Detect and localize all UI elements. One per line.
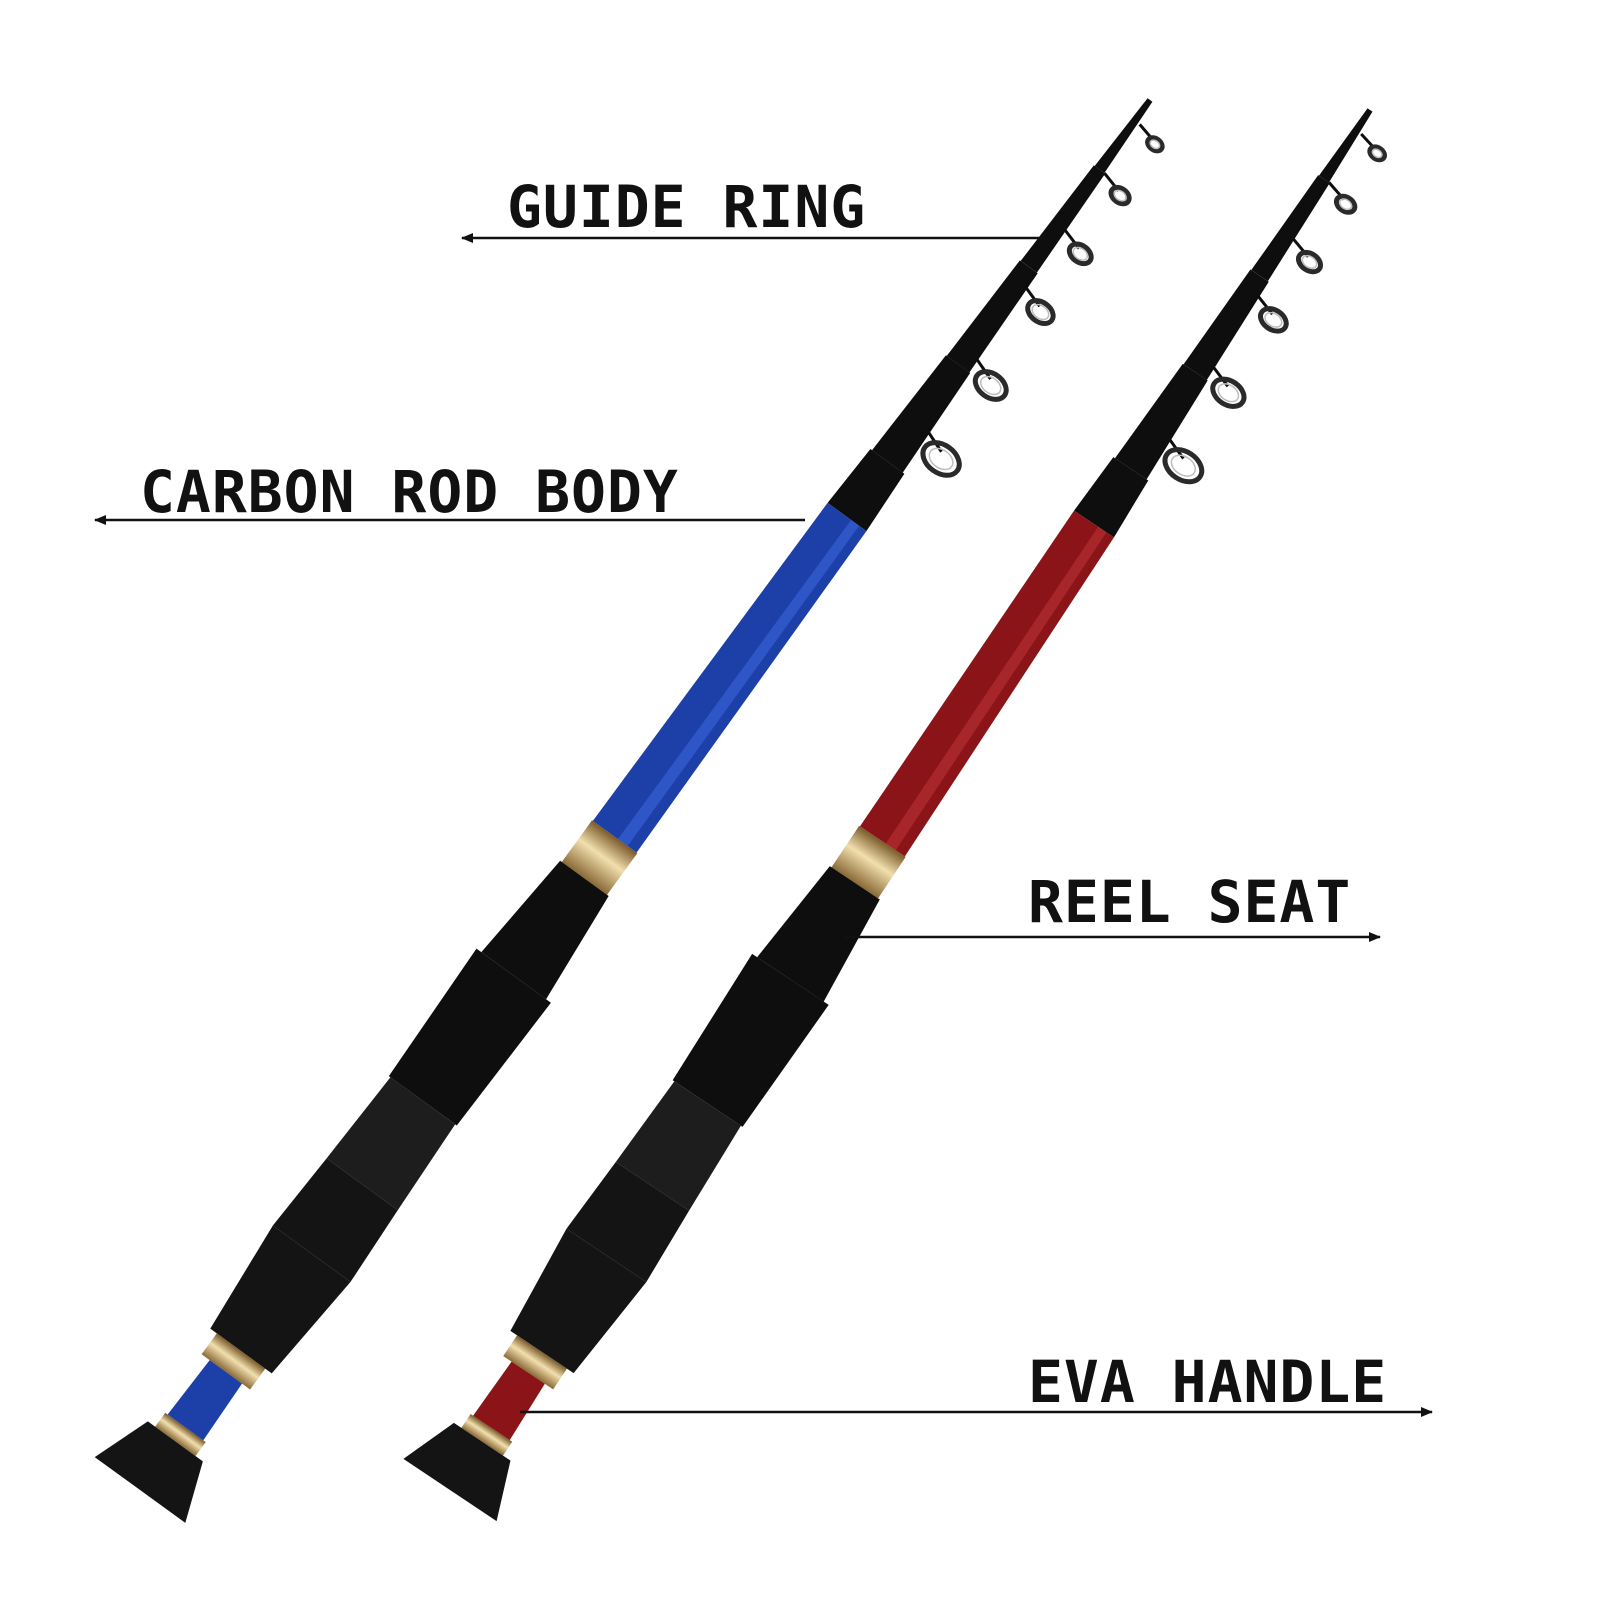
guide-ring-insert (1371, 148, 1383, 159)
rod-tip-section (1251, 175, 1330, 282)
gold-trim-ring (561, 820, 638, 895)
rod-tip-section (1319, 108, 1373, 183)
guide-ring-icon (1066, 241, 1094, 267)
guide-ring-icon (1145, 135, 1165, 154)
callout-carbon-rod-body: CARBON ROD BODY (94, 458, 805, 526)
reel-seat-nut (481, 860, 609, 1000)
guide-foot (1162, 429, 1185, 460)
guide-ring-insert (1170, 454, 1197, 477)
carbon-blank-highlight (885, 526, 1107, 851)
callout-label-guide-ring: GUIDE RING (507, 173, 866, 241)
gold-trim-ring (461, 1414, 513, 1456)
guide-ring-insert (1301, 255, 1318, 270)
gold-trim-ring (201, 1333, 266, 1390)
guide-ring-icon (1108, 184, 1132, 207)
guide-foot (1208, 360, 1230, 388)
rod-tip-section (872, 355, 971, 473)
guide-ring-icon (1295, 249, 1324, 275)
guide-ring-icon (1367, 144, 1388, 163)
guide-ring-insert (1338, 198, 1353, 211)
guide-foot (921, 422, 943, 453)
guide-ring-icon (1210, 376, 1247, 409)
carbon-blank (592, 502, 867, 853)
butt-cap (94, 1421, 203, 1523)
eva-handle-grip (566, 1161, 690, 1283)
guide-ring-insert (980, 375, 1002, 396)
eva-handle-grip (210, 1225, 351, 1374)
reel-seat-hood (388, 948, 551, 1126)
guide-ring-insert (1264, 311, 1283, 328)
reel-seat-body (326, 1077, 456, 1211)
blue-rod (94, 98, 1165, 1523)
rod-tip-section (946, 260, 1038, 373)
guide-ring-icon (972, 369, 1009, 402)
gold-trim-ring (503, 1335, 567, 1390)
callout-eva-handle: EVA HANDLE (520, 1348, 1433, 1417)
reel-seat-nut (757, 866, 880, 1002)
carbon-blank-highlight (617, 519, 860, 847)
callout-label-reel-seat: REEL SEAT (1028, 868, 1351, 936)
rod-tip-section (1183, 269, 1269, 380)
callout-label-carbon-rod-body: CARBON ROD BODY (140, 458, 679, 526)
guide-ring-icon (1162, 447, 1205, 485)
carbon-blank (859, 510, 1114, 857)
callout-guide-ring: GUIDE RING (461, 173, 1045, 243)
guide-ring-icon (1025, 298, 1056, 326)
rod-ferrule (827, 449, 905, 532)
callout-label-eva-handle: EVA HANDLE (1028, 1348, 1387, 1416)
reel-seat-body (615, 1081, 741, 1211)
guide-ring-insert (1113, 189, 1127, 202)
guide-ring-insert (1149, 139, 1161, 150)
rod-ferrule (1074, 457, 1149, 538)
butt-cap (403, 1422, 511, 1522)
guide-foot (971, 352, 992, 380)
guide-ring-icon (920, 440, 962, 478)
rods-illustration (94, 98, 1388, 1523)
guide-ring-insert (928, 447, 954, 471)
gold-trim-ring (831, 825, 906, 899)
butt-blank (167, 1360, 243, 1441)
butt-blank (473, 1361, 545, 1441)
guide-ring-insert (1072, 246, 1089, 261)
gold-trim-ring (155, 1412, 206, 1457)
rod-tip-section (1114, 363, 1208, 480)
rod-tip-section (1094, 98, 1153, 174)
guide-ring-insert (1031, 303, 1050, 321)
callouts: GUIDE RING CARBON ROD BODY REEL SEAT EVA HA… (94, 173, 1433, 1417)
callout-reel-seat: REEL SEAT (845, 868, 1381, 942)
red-rod (403, 108, 1388, 1522)
eva-handle-grip (272, 1158, 398, 1282)
rod-tip-section (1020, 165, 1106, 273)
reel-seat-hood (672, 953, 829, 1127)
eva-handle-grip (510, 1228, 647, 1374)
guide-ring-insert (1217, 383, 1240, 403)
guide-ring-icon (1258, 306, 1289, 334)
guide-ring-icon (1333, 193, 1358, 215)
